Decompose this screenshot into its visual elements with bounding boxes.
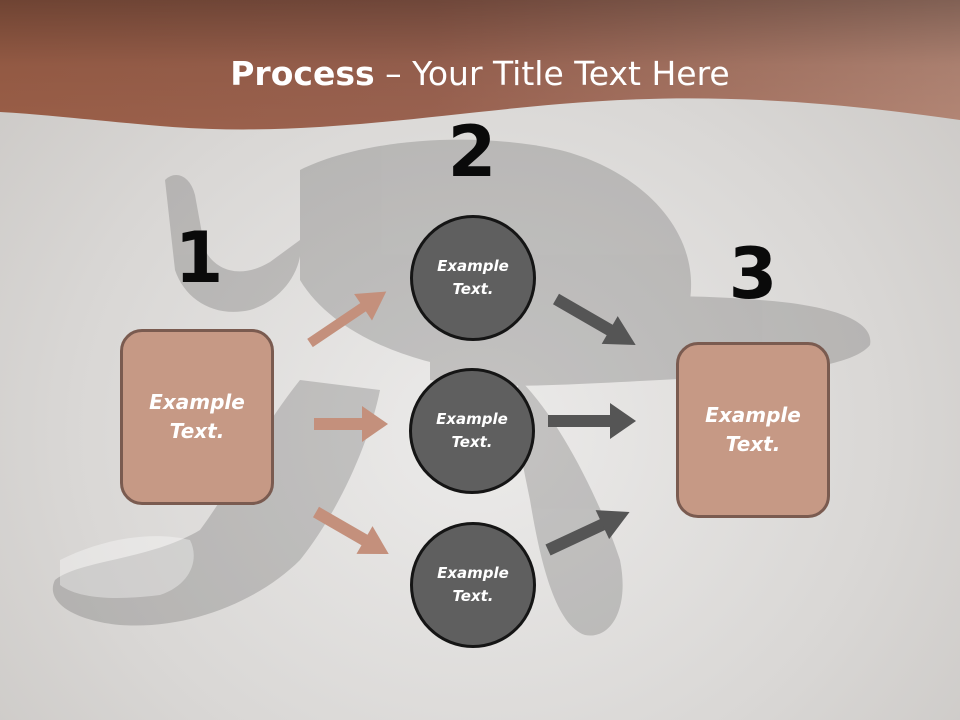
circle-1[interactable]: Example Text.	[410, 215, 536, 341]
step-number-1: 1	[174, 217, 224, 299]
step-number-3: 3	[728, 233, 778, 315]
circle-2-text-line2: Text.	[451, 433, 493, 451]
left-arrows	[307, 291, 389, 554]
step-1-text-line2: Text.	[169, 419, 225, 443]
arrow-left-bottom	[313, 506, 389, 554]
step-1-box[interactable]: Example Text.	[120, 329, 274, 505]
step-1-text-line1: Example	[149, 390, 245, 414]
title-banner	[0, 0, 960, 130]
step-3-text-line1: Example	[705, 403, 801, 427]
circle-1-text-line2: Text.	[452, 280, 494, 298]
arrow-right-top	[553, 293, 636, 345]
slide-title: Process – Your Title Text Here	[0, 52, 960, 96]
step-3-text-line2: Text.	[725, 432, 781, 456]
circle-3-text-line2: Text.	[452, 587, 494, 605]
arrow-right-middle	[548, 403, 636, 439]
title-bold: Process	[230, 54, 375, 93]
step-3-box[interactable]: Example Text.	[676, 342, 830, 518]
right-arrows	[545, 293, 636, 556]
title-rest: – Your Title Text Here	[374, 54, 730, 93]
circle-1-text-line1: Example	[437, 257, 509, 275]
arrow-left-top	[307, 291, 387, 348]
arrow-right-bottom	[545, 510, 630, 556]
circle-2[interactable]: Example Text.	[409, 368, 535, 494]
arrow-left-middle	[314, 406, 388, 442]
circle-3[interactable]: Example Text.	[410, 522, 536, 648]
circle-2-text-line1: Example	[436, 410, 508, 428]
circle-3-text-line1: Example	[437, 564, 509, 582]
step-number-2: 2	[447, 111, 497, 193]
